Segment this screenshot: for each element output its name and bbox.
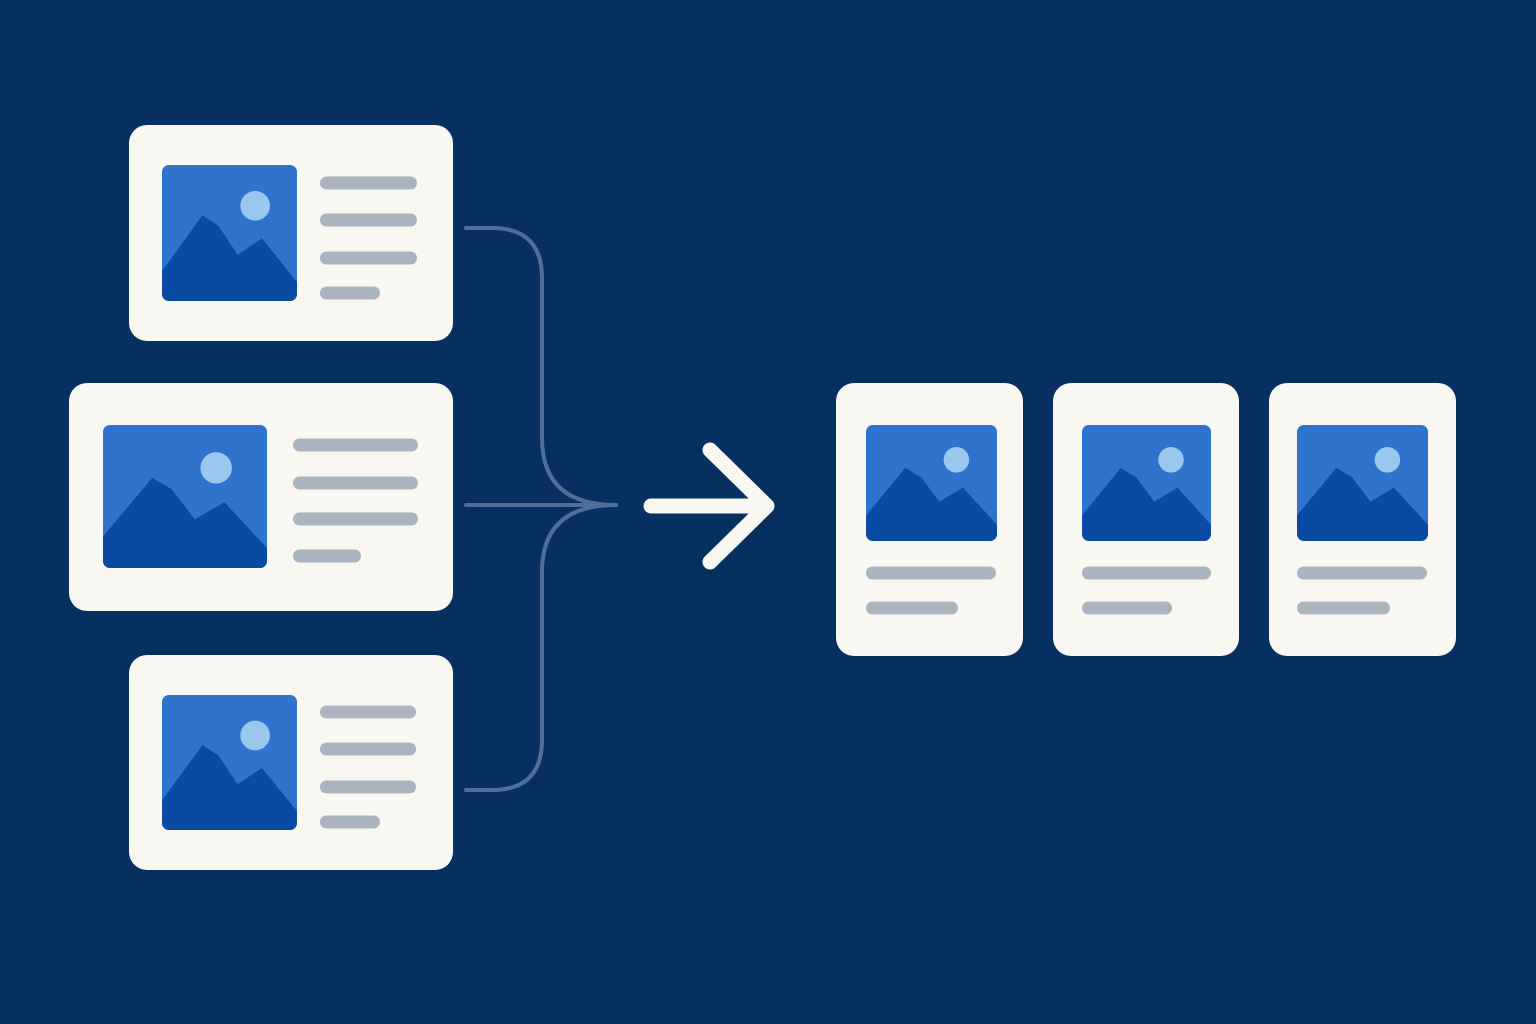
result-card-3: [1269, 383, 1456, 656]
mountain-icon: [1297, 467, 1428, 541]
text-placeholder-line: [293, 438, 418, 452]
arrow-layer: [643, 442, 775, 570]
text-placeholder-line: [293, 476, 418, 490]
text-placeholder-line: [320, 780, 416, 794]
text-placeholder-line: [320, 251, 417, 265]
mountain-icon: [103, 477, 267, 568]
result-card-3-image-icon: [1297, 425, 1428, 541]
sun-icon: [240, 720, 270, 751]
connectors: [464, 226, 618, 792]
text-placeholder-line: [320, 176, 417, 190]
sun-icon: [1374, 447, 1401, 473]
text-placeholder-line: [1297, 566, 1427, 580]
text-placeholder-line: [320, 742, 416, 756]
sun-icon: [200, 452, 232, 484]
text-placeholder-line: [320, 286, 380, 300]
text-placeholder-line: [866, 601, 958, 615]
source-card-1: [129, 125, 453, 341]
text-placeholder-line: [1082, 566, 1211, 580]
text-placeholder-line: [293, 549, 361, 563]
result-card-1-image-icon: [866, 425, 997, 541]
connector-bottom: [464, 503, 618, 792]
mountain-icon: [1082, 467, 1211, 541]
source-card-3: [129, 655, 453, 870]
mountain-icon: [866, 467, 997, 541]
text-placeholder-line: [320, 705, 416, 719]
source-card-2: [69, 383, 453, 611]
result-card-2-image-icon: [1082, 425, 1211, 541]
arrow-right-icon: [643, 442, 775, 570]
source-card-3-image-icon: [162, 695, 297, 830]
text-placeholder-line: [320, 213, 417, 227]
text-placeholder-line: [866, 566, 996, 580]
connector-top: [464, 226, 618, 507]
result-card-1: [836, 383, 1023, 656]
text-placeholder-line: [1297, 601, 1390, 615]
text-placeholder-line: [293, 512, 418, 526]
arrow-head: [702, 442, 775, 570]
result-card-2: [1053, 383, 1239, 656]
result-cards: [836, 383, 1456, 656]
mountain-icon: [162, 215, 297, 301]
source-card-1-image-icon: [162, 165, 297, 301]
source-cards: [69, 125, 453, 870]
text-placeholder-line: [1082, 601, 1172, 615]
sun-icon: [1158, 447, 1184, 473]
source-card-2-image-icon: [103, 425, 267, 568]
sun-icon: [240, 190, 270, 221]
sun-icon: [943, 447, 970, 473]
mountain-icon: [162, 745, 297, 830]
text-placeholder-line: [320, 815, 380, 829]
